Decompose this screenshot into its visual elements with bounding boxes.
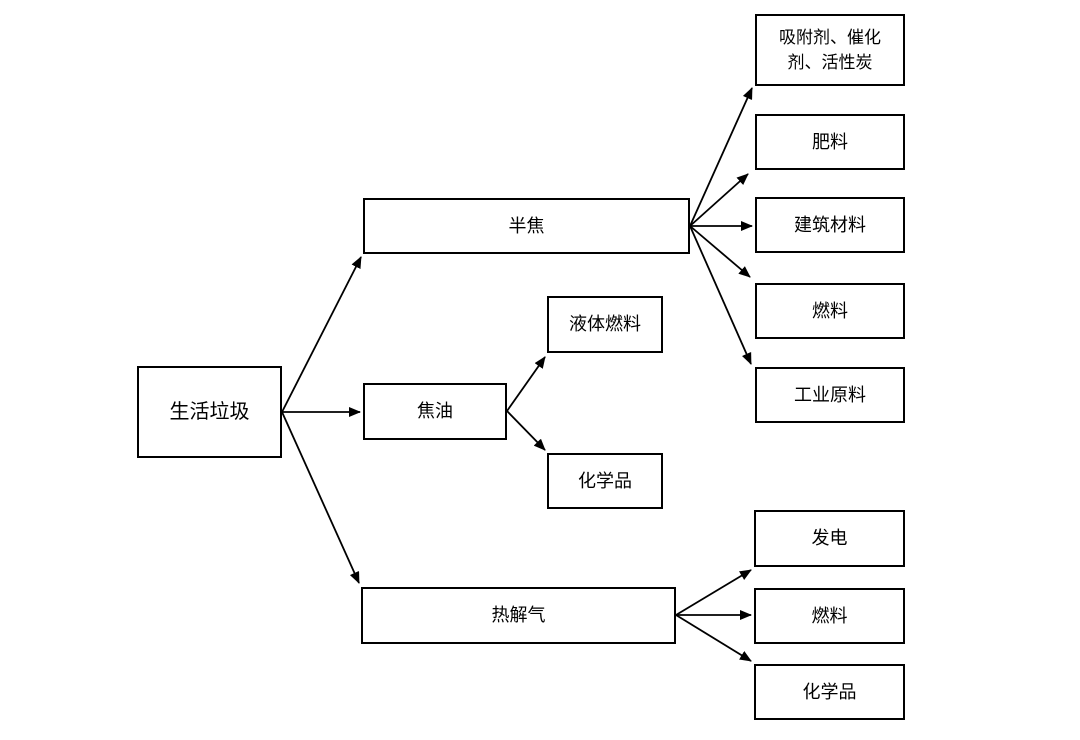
node-building-materials-label: 建筑材料 [794, 214, 866, 235]
node-gas-chemicals-label: 化学品 [802, 681, 857, 702]
node-power-generation: 发电 [754, 510, 905, 567]
node-household-waste: 生活垃圾 [137, 366, 282, 458]
node-gas-chemicals: 化学品 [754, 664, 905, 720]
edge-gas-chemicals [675, 614, 752, 662]
node-semicoke-fuel-label: 燃料 [812, 300, 848, 321]
node-tar: 焦油 [363, 383, 507, 440]
node-industrial-raw-materials-label: 工业原料 [794, 384, 866, 405]
node-tar-chemicals-label: 化学品 [578, 470, 632, 491]
node-adsorbent-label-line2: 剂、活性炭 [787, 53, 873, 72]
node-semicoke-label: 半焦 [508, 215, 545, 236]
node-industrial-raw-materials: 工业原料 [755, 367, 905, 423]
node-power-generation-label: 发电 [811, 528, 848, 548]
node-fertilizer: 肥料 [755, 114, 905, 170]
node-pyrolysis-gas: 热解气 [361, 587, 676, 644]
node-tar-label: 焦油 [417, 401, 453, 421]
node-gas-fuel-label: 燃料 [811, 605, 848, 626]
edge-root-gas [281, 411, 360, 584]
edge-gas-power [675, 569, 752, 616]
node-fertilizer-label: 肥料 [812, 131, 848, 152]
node-household-waste-label: 生活垃圾 [169, 401, 250, 423]
edge-tar-chemicals [506, 410, 546, 451]
node-semicoke: 半焦 [363, 198, 690, 254]
node-adsorbent-catalyst-activated-carbon: 吸附剂、催化 剂、活性炭 [755, 14, 905, 86]
edge-semicoke-fertilizer [689, 173, 749, 227]
node-pyrolysis-gas-label: 热解气 [491, 605, 546, 625]
edge-tar-liquid-fuel [506, 356, 546, 412]
node-tar-chemicals: 化学品 [547, 453, 663, 509]
edge-root-semicoke [281, 256, 362, 413]
node-semicoke-fuel: 燃料 [755, 283, 905, 339]
node-liquid-fuel-label: 液体燃料 [569, 314, 641, 334]
edge-semicoke-fuel [689, 225, 751, 278]
node-adsorbent-label-line1: 吸附剂、催化 [779, 27, 881, 47]
node-liquid-fuel: 液体燃料 [547, 296, 663, 353]
node-building-materials: 建筑材料 [755, 197, 905, 253]
edge-semicoke-industrial [689, 225, 752, 365]
node-gas-fuel: 燃料 [754, 588, 905, 644]
node-adsorbent-label: 吸附剂、催化 剂、活性炭 [779, 25, 881, 76]
edge-semicoke-adsorbent [689, 87, 753, 227]
